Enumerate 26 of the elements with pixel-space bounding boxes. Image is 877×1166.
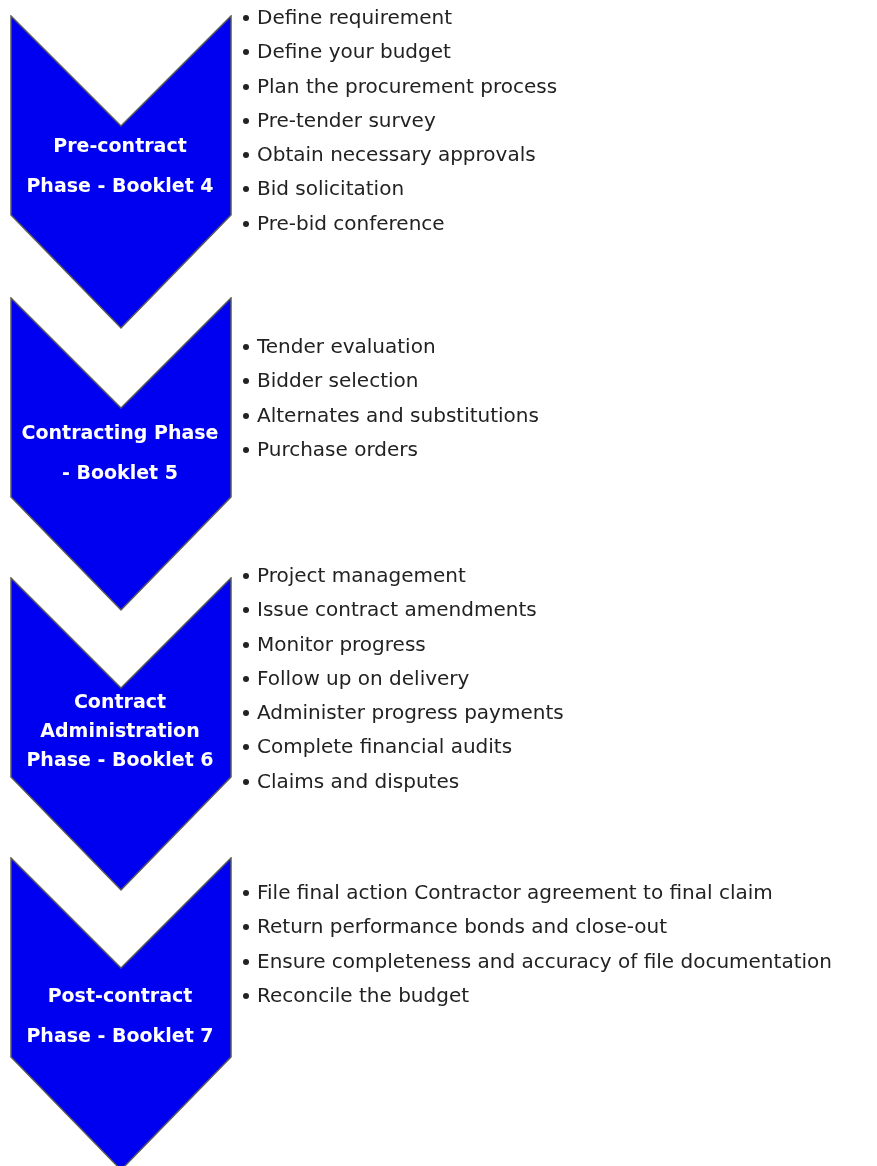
bullet-item: Pre-bid conference <box>240 205 558 241</box>
bullet-item: Monitor progress <box>240 626 564 661</box>
phase-label: Post-contract Phase - Booklet 7 <box>25 983 215 1048</box>
phase-label: Contracting Phase - Booklet 5 <box>20 420 220 485</box>
bullet-item: Define requirement <box>240 0 558 35</box>
bullet-item: Return performance bonds and close-out <box>240 909 832 944</box>
bullet-item: Tender evaluation <box>240 329 539 364</box>
bullet-item: Bidder selection <box>240 363 539 398</box>
bullet-item: Plan the procurement process <box>240 68 558 103</box>
bullet-item: Alternates and substitutions <box>240 397 539 432</box>
phase-label: Contract Administration Phase - Booklet 6 <box>25 689 215 772</box>
bullet-item: Pre-tender survey <box>240 102 558 138</box>
bullet-item: Ensure completeness and accuracy of file documentation <box>240 943 832 978</box>
bullet-item: Issue contract amendments <box>240 592 564 627</box>
bullet-item: Complete financial audits <box>240 729 564 764</box>
bullet-item: Administer progress payments <box>240 695 564 730</box>
bullet-item: Reconcile the budget <box>240 977 832 1013</box>
bullet-item: Obtain necessary approvals <box>240 137 558 172</box>
bullet-item: Claims and disputes <box>240 763 564 799</box>
bullet-item: File final action Contractor agreement to final claim <box>240 875 832 910</box>
bullet-item: Define your budget <box>240 34 558 69</box>
bullet-item: Purchase orders <box>240 431 539 467</box>
bullet-item: Follow up on delivery <box>240 660 564 696</box>
phase-label: Pre-contract Phase - Booklet 4 <box>25 133 215 198</box>
bullet-item: Project management <box>240 558 564 593</box>
bullet-item: Bid solicitation <box>240 171 558 206</box>
